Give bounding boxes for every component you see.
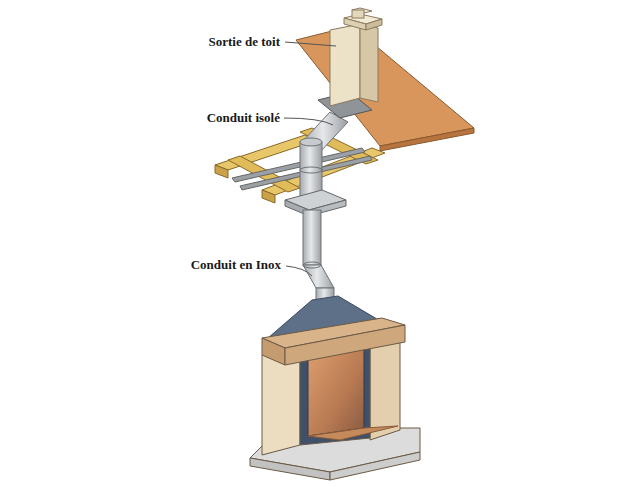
part-label: Conduit isolé bbox=[207, 111, 280, 125]
leader-line bbox=[285, 42, 336, 46]
part-label: Sortie de toit bbox=[209, 35, 280, 49]
part-label: Conduit en Inox bbox=[191, 258, 281, 272]
fireplace bbox=[250, 296, 420, 480]
ceiling-joists bbox=[215, 128, 385, 203]
leader-line bbox=[284, 118, 333, 125]
leader-lines bbox=[284, 42, 336, 276]
roof-outlet bbox=[330, 8, 382, 106]
stainless-pipe bbox=[303, 210, 334, 302]
leader-line bbox=[286, 266, 312, 276]
insulated-pipe bbox=[300, 112, 348, 197]
